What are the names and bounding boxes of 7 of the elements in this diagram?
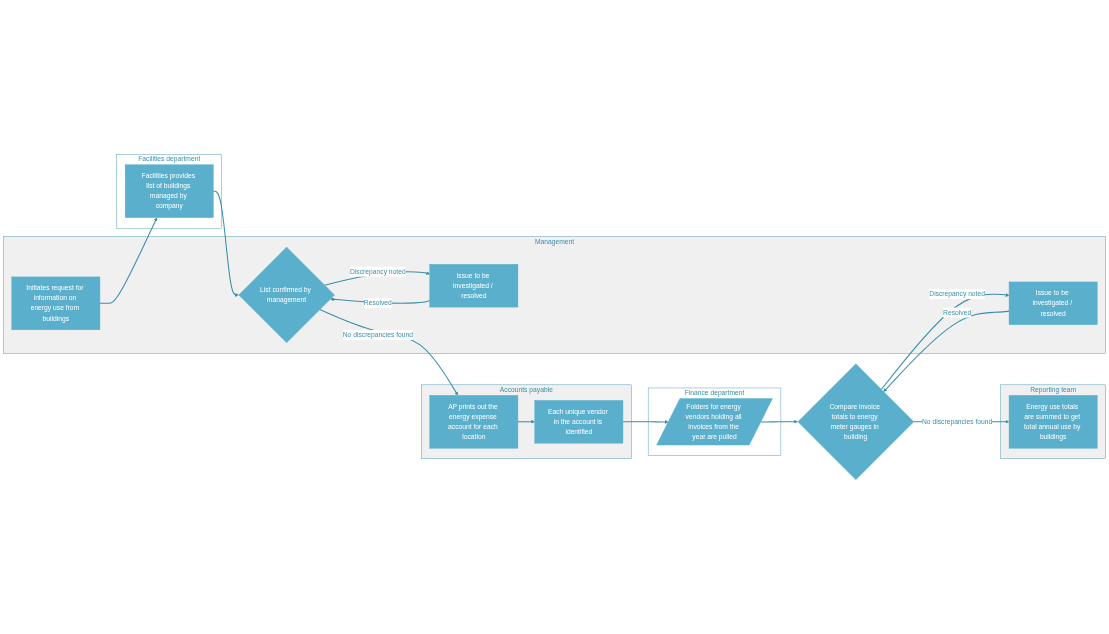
arrow (760, 419, 798, 424)
arrow (319, 309, 458, 396)
arrow (212, 190, 239, 297)
arrow (880, 293, 1010, 391)
arrow (622, 420, 669, 424)
arrow (883, 310, 1010, 392)
arrow (99, 217, 158, 304)
